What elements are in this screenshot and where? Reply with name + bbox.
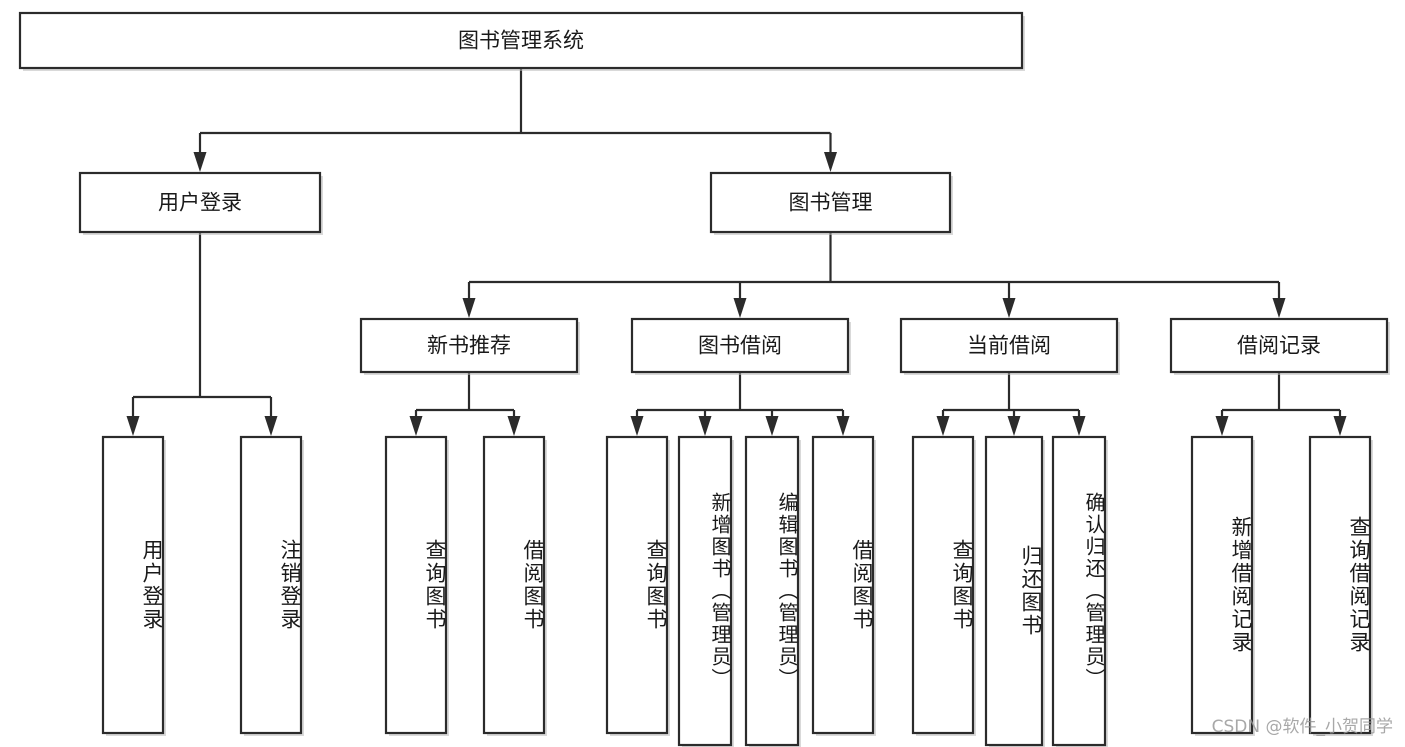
node-box[interactable] <box>605 435 669 735</box>
node-box[interactable] <box>899 317 1119 374</box>
connector-book-borrow <box>630 372 850 436</box>
node-box[interactable] <box>1308 435 1372 735</box>
node-label: 用户登录 <box>158 191 242 215</box>
node-box[interactable] <box>384 435 448 735</box>
node-box[interactable] <box>1169 317 1389 374</box>
node-cb-return[interactable] <box>984 435 1045 747</box>
node-box[interactable] <box>239 435 303 735</box>
node-box[interactable] <box>18 11 1024 70</box>
node-new-book-rec[interactable]: 新书推荐 <box>359 317 580 375</box>
node-label: 新书推荐 <box>427 334 511 358</box>
node-bb-add[interactable] <box>677 435 734 747</box>
node-bb-query[interactable] <box>605 435 670 736</box>
node-borrow-record[interactable]: 借阅记录 <box>1169 317 1390 375</box>
connector-borrow-record <box>1215 372 1347 436</box>
node-box[interactable] <box>1051 435 1107 747</box>
node-bb-borrow[interactable] <box>811 435 876 736</box>
node-nb-borrow[interactable] <box>482 435 547 736</box>
node-label: 图书管理 <box>789 191 873 215</box>
node-box[interactable] <box>359 317 579 374</box>
node-cb-query[interactable] <box>911 435 976 736</box>
connector-book-manage <box>462 232 1286 318</box>
node-label: 借阅记录 <box>1237 334 1321 358</box>
connector-user-login <box>126 232 278 436</box>
node-box[interactable] <box>709 171 952 234</box>
node-label: 图书管理系统 <box>458 29 584 53</box>
watermark-label: CSDN @软件_小贺同学 <box>1211 717 1393 737</box>
node-user-login[interactable]: 用户登录 <box>78 171 323 235</box>
node-label: 当前借阅 <box>967 334 1051 358</box>
node-bb-edit[interactable] <box>744 435 801 747</box>
node-current-borrow[interactable]: 当前借阅 <box>899 317 1120 375</box>
node-box[interactable] <box>630 317 850 374</box>
node-box[interactable] <box>911 435 975 735</box>
connector-layer <box>126 68 1347 436</box>
node-root[interactable]: 图书管理系统 <box>18 11 1025 71</box>
node-box[interactable] <box>677 435 733 747</box>
node-label: 图书借阅 <box>698 334 782 358</box>
node-box[interactable] <box>78 171 322 234</box>
connector-current-borrow <box>936 372 1086 436</box>
node-box[interactable] <box>811 435 875 735</box>
node-cb-confirm[interactable] <box>1051 435 1108 747</box>
node-br-add[interactable] <box>1190 435 1255 736</box>
node-leaf-user-login[interactable] <box>101 435 166 736</box>
node-leaf-logout[interactable] <box>239 435 304 736</box>
node-br-query[interactable] <box>1308 435 1373 736</box>
connector-root <box>193 68 837 172</box>
node-box[interactable] <box>1190 435 1254 735</box>
node-box[interactable] <box>101 435 165 735</box>
node-book-borrow[interactable]: 图书借阅 <box>630 317 851 375</box>
node-box[interactable] <box>984 435 1044 747</box>
node-nb-query[interactable] <box>384 435 449 736</box>
node-box[interactable] <box>744 435 800 747</box>
node-book-manage[interactable]: 图书管理 <box>709 171 953 235</box>
connector-new-book-rec <box>409 372 521 436</box>
node-box[interactable] <box>482 435 546 735</box>
